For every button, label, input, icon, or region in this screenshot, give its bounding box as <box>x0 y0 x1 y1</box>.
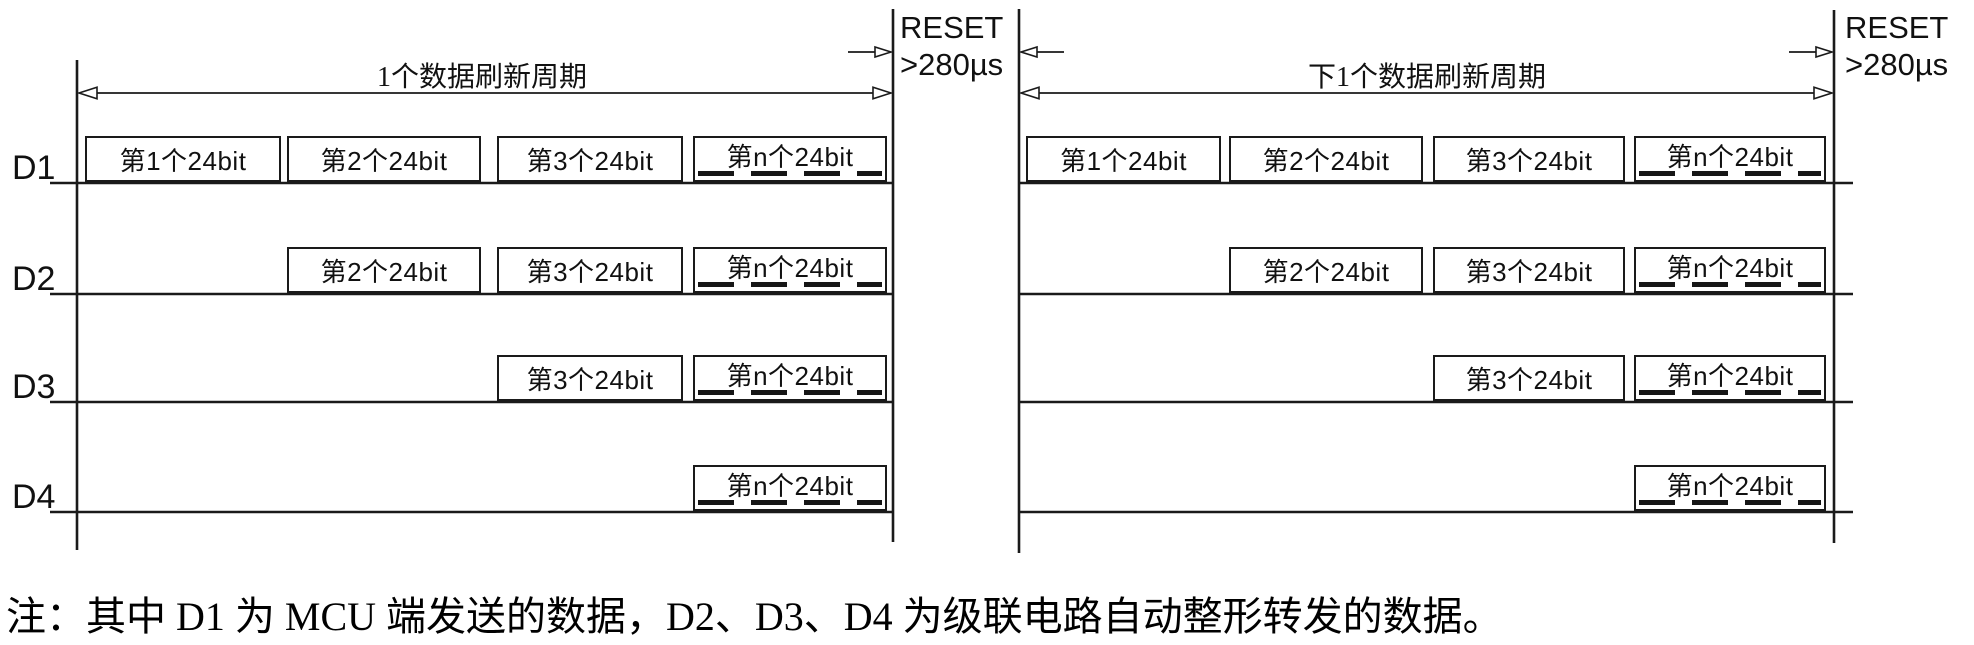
data-box-label: 第n个24bit <box>726 361 854 391</box>
data-box-label: 第3个24bit <box>1465 364 1593 395</box>
ellipsis-dashes <box>698 390 882 395</box>
data-box-label: 第3个24bit <box>526 145 654 176</box>
data-box-d2-c1-2: 第2个24bit <box>287 247 481 293</box>
data-box-d2-c1-3: 第3个24bit <box>497 247 683 293</box>
data-box-d1-c1-3: 第3个24bit <box>497 136 683 182</box>
data-box-label: 第n个24bit <box>726 471 854 501</box>
cycle2-arrowhead-right <box>1813 86 1835 100</box>
data-box-d2-c2-2: 第2个24bit <box>1229 247 1423 293</box>
data-box-d1-c2-n: 第n个24bit <box>1634 136 1826 182</box>
data-box-label: 第2个24bit <box>1262 145 1390 176</box>
data-box-d1-c2-3: 第3个24bit <box>1433 136 1625 182</box>
data-box-label: 第1个24bit <box>119 145 247 176</box>
signal-label-d3: D3 <box>12 368 56 406</box>
data-box-label: 第2个24bit <box>1262 256 1390 287</box>
data-box-d1-c1-n: 第n个24bit <box>693 136 887 182</box>
reset2-gap-arrowhead <box>1018 45 1038 59</box>
data-box-label: 第n个24bit <box>1666 361 1794 391</box>
figure-note: 注：其中 D1 为 MCU 端发送的数据，D2、D3、D4 为级联电路自动整形转… <box>6 594 1503 639</box>
reset-title: RESET <box>900 10 1004 45</box>
ellipsis-dashes <box>1639 282 1821 287</box>
signal-label-d2: D2 <box>12 260 56 298</box>
data-box-d3-c1-3: 第3个24bit <box>497 355 683 401</box>
reset-duration: >280µs <box>900 47 1004 82</box>
data-box-d3-c1-n: 第n个24bit <box>693 355 887 401</box>
reset-marker-2: RESET >280µs <box>1845 9 1948 83</box>
reset1-gap-arrowhead <box>874 45 894 59</box>
data-box-d4-c2-n: 第n个24bit <box>1634 465 1826 511</box>
ellipsis-dashes <box>698 282 882 287</box>
cycle2-arrowhead-left <box>1018 86 1040 100</box>
data-box-d2-c1-n: 第n个24bit <box>693 247 887 293</box>
signal-label-d4: D4 <box>12 478 56 516</box>
reset-marker-1: RESET >280µs <box>900 9 1003 83</box>
ellipsis-dashes <box>698 171 882 176</box>
data-box-d2-c2-n: 第n个24bit <box>1634 247 1826 293</box>
data-box-label: 第n个24bit <box>1666 253 1794 283</box>
data-box-d1-c1-1: 第1个24bit <box>85 136 281 182</box>
data-box-d2-c2-3: 第3个24bit <box>1433 247 1625 293</box>
reset-duration: >280µs <box>1845 47 1949 82</box>
data-box-label: 第3个24bit <box>526 256 654 287</box>
data-box-label: 第1个24bit <box>1060 145 1187 176</box>
ellipsis-dashes <box>1639 171 1821 176</box>
data-box-d3-c2-n: 第n个24bit <box>1634 355 1826 401</box>
data-box-d1-c2-2: 第2个24bit <box>1229 136 1423 182</box>
data-box-label: 第n个24bit <box>726 253 854 283</box>
data-box-label: 第n个24bit <box>1666 471 1794 501</box>
reset3-gap-arrowhead <box>1815 45 1835 59</box>
cycle1-label: 1个数据刷新周期 <box>376 62 587 93</box>
data-box-label: 第2个24bit <box>320 145 448 176</box>
ellipsis-dashes <box>698 500 882 505</box>
data-box-d3-c2-3: 第3个24bit <box>1433 355 1625 401</box>
data-box-label: 第n个24bit <box>1666 142 1794 172</box>
data-box-d1-c1-2: 第2个24bit <box>287 136 481 182</box>
data-box-label: 第n个24bit <box>726 142 854 172</box>
cycle2-label: 下1个数据刷新周期 <box>1307 62 1546 93</box>
data-box-label: 第3个24bit <box>1465 145 1593 176</box>
data-box-label: 第3个24bit <box>526 364 654 395</box>
reset-title: RESET <box>1845 10 1949 45</box>
cycle1-arrowhead-left <box>76 86 98 100</box>
data-box-d4-c1-n: 第n个24bit <box>693 465 887 511</box>
data-box-label: 第2个24bit <box>320 256 448 287</box>
ellipsis-dashes <box>1639 500 1821 505</box>
data-box-label: 第3个24bit <box>1465 256 1593 287</box>
data-box-d1-c2-1: 第1个24bit <box>1026 136 1221 182</box>
signal-label-d1: D1 <box>12 149 56 187</box>
ellipsis-dashes <box>1639 390 1821 395</box>
cycle1-arrowhead-right <box>872 86 894 100</box>
